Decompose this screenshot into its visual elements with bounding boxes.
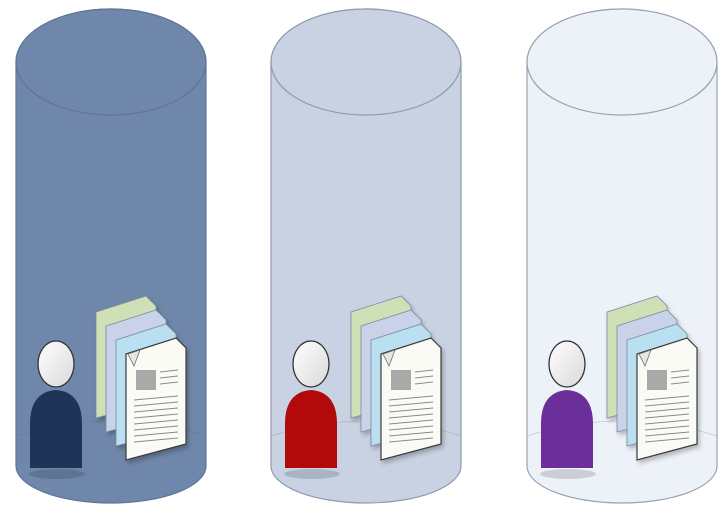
cylinder-top [16, 9, 206, 115]
person-shadow [29, 469, 85, 479]
cylinder-top [271, 9, 461, 115]
person-head [549, 341, 585, 387]
person-body [541, 390, 593, 468]
cylinder-1 [16, 9, 206, 503]
person-head [293, 341, 329, 387]
person-body [30, 390, 82, 468]
document-image-block [136, 370, 156, 390]
person-shadow [284, 469, 340, 479]
cylinder-3 [527, 9, 717, 503]
document-image-block [647, 370, 667, 390]
person-body [285, 390, 337, 468]
person-shadow [540, 469, 596, 479]
document-image-block [391, 370, 411, 390]
cylinder-top [527, 9, 717, 115]
person-head [38, 341, 74, 387]
cylinder-2 [271, 9, 461, 503]
